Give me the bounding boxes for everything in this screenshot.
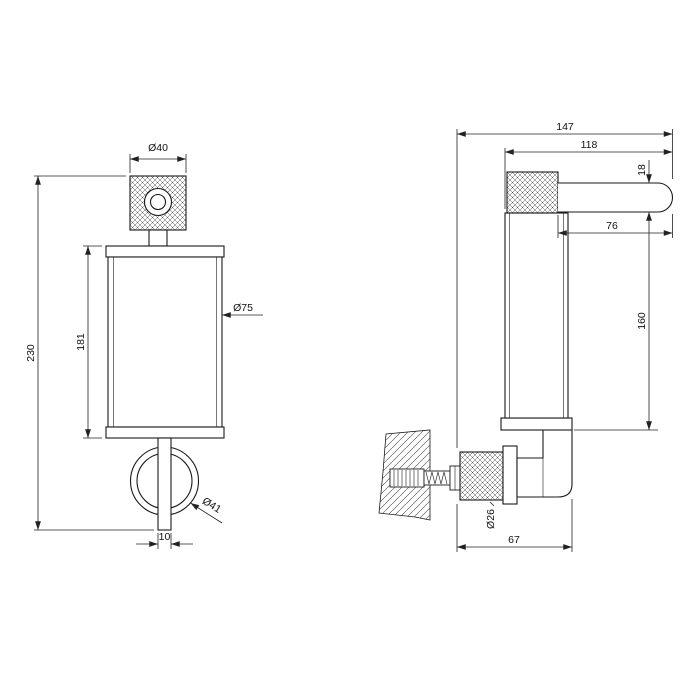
side-dim-spout-depth: 118	[504, 139, 673, 209]
side-dim-bracket-diameter: Ø26	[485, 501, 497, 529]
front-top-flange	[105, 245, 225, 258]
front-dim-body-diameter-label: Ø75	[233, 302, 253, 314]
front-dim-body-diameter: Ø75	[222, 302, 263, 318]
side-dim-spout-length-label: 76	[606, 220, 618, 232]
side-dim-spout-length: 76	[557, 214, 673, 238]
side-dim-spout-height: 18	[636, 160, 652, 183]
side-dim-total-depth: 147	[456, 121, 673, 448]
bracket-flange	[502, 445, 518, 505]
front-dim-total-height: 230	[25, 175, 154, 531]
side-pump-cap	[506, 171, 559, 214]
side-dim-body-drop-height-label: 160	[636, 312, 648, 330]
side-view: 147 118 18 76 160 Ø26	[378, 121, 673, 552]
side-dim-spout-depth-label: 118	[581, 139, 598, 151]
side-dim-body-drop-height: 160	[574, 212, 658, 431]
side-dim-total-depth-label: 147	[556, 121, 574, 133]
front-dim-stem-width: 10	[136, 531, 193, 549]
side-dim-spout-height-label: 18	[636, 164, 648, 176]
front-body	[107, 256, 223, 428]
front-neck	[148, 229, 168, 247]
front-spout-bore-circle	[149, 193, 167, 211]
bracket-knurled-ring	[459, 451, 504, 501]
side-dim-bracket-diameter-label: Ø26	[485, 509, 497, 529]
side-dim-bracket-depth-label: 67	[508, 534, 520, 546]
side-bottom-flange	[500, 417, 573, 431]
front-dim-cap-diameter: Ø40	[129, 142, 187, 173]
front-spout-end-circle	[143, 187, 173, 217]
side-body	[504, 212, 569, 419]
front-view: Ø40 Ø75 181 230 10	[25, 142, 263, 549]
front-dim-cap-diameter-label: Ø40	[148, 142, 168, 154]
screw-anchor	[389, 468, 425, 488]
front-dim-stem-width-label: 10	[159, 531, 171, 543]
front-stem	[157, 437, 172, 531]
front-dim-body-height: 181	[75, 245, 102, 439]
front-bottom-flange	[105, 426, 225, 439]
side-dim-bracket-depth: 67	[456, 499, 573, 552]
side-spout	[558, 182, 673, 213]
front-dim-total-height-label: 230	[25, 344, 37, 362]
front-dim-body-height-label: 181	[75, 333, 87, 351]
